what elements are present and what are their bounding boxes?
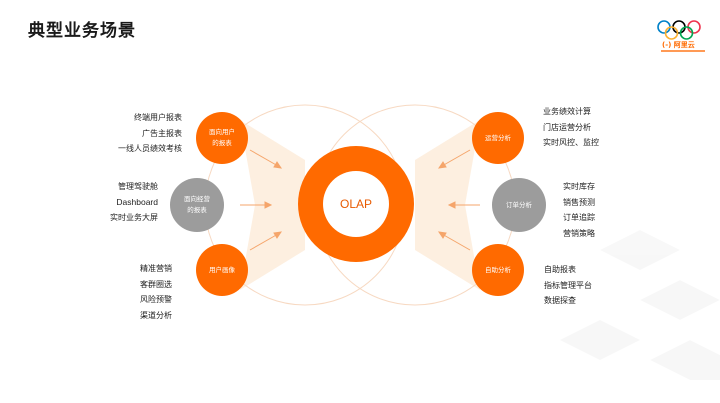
list-item: 实时业务大屏 [110,213,158,222]
list-item: 订单追踪 [563,213,595,222]
list-item: 精准营销 [140,264,172,273]
list-item: 业务绩效计算 [543,107,591,116]
list-item: 自助报表 [544,265,576,274]
brand-logo-underline [661,50,705,52]
list-item: 渠道分析 [140,310,172,320]
list-item: 广告主报表 [142,128,182,138]
list-item: 管理驾驶舱 [118,182,158,191]
node-order-analysis-label: 订单分析 [506,200,532,209]
list-item: 风险预警 [140,295,172,304]
node-user-reports-label: 面向用户 的报表 [209,128,235,147]
operations-analysis-list: 业务绩效计算 门店运营分析 实时风控、监控 [543,104,599,151]
node-operations-analysis-label: 运营分析 [485,133,511,142]
user-reports-list: 终端用户报表 广告主报表 一线人员绩效考核 [118,110,182,157]
brand-logo-text: (-) 阿里云 [662,41,695,49]
node-order-analysis: 订单分析 [492,178,546,232]
list-item: 实时风控、监控 [543,138,599,147]
node-self-service-analysis-label: 自助分析 [485,265,511,274]
list-item: 指标管理平台 [544,280,592,290]
node-business-reports-label: 面向经营 的报表 [184,195,210,214]
page-title: 典型业务场景 [28,21,136,41]
node-user-reports: 面向用户 的报表 [196,112,248,164]
business-reports-list: 管理驾驶舱 Dashboard 实时业务大屏 [110,179,158,226]
self-service-analysis-list: 自助报表 指标管理平台 数据探查 [544,262,592,309]
list-item: Dashboard [116,196,158,207]
list-item: 终端用户报表 [134,113,182,122]
list-item: 门店运营分析 [543,122,591,132]
list-item: 一线人员绩效考核 [118,144,182,153]
list-item: 数据探查 [544,296,576,305]
list-item: 营销策略 [563,228,595,238]
list-item: 销售预测 [563,197,595,207]
list-item: 实时库存 [563,182,595,191]
node-operations-analysis: 运营分析 [472,112,524,164]
olympic-rings-icon [657,20,701,40]
order-analysis-list: 实时库存 销售预测 订单追踪 营销策略 [563,179,595,241]
olap-label: OLAP [323,171,389,237]
node-user-profile-label: 用户画像 [209,265,235,274]
node-business-reports: 面向经营 的报表 [170,178,224,232]
node-user-profile: 用户画像 [196,244,248,296]
user-profile-list: 精准营销 客群圈选 风险预警 渠道分析 [140,261,172,323]
node-self-service-analysis: 自助分析 [472,244,524,296]
list-item: 客群圈选 [140,279,172,289]
